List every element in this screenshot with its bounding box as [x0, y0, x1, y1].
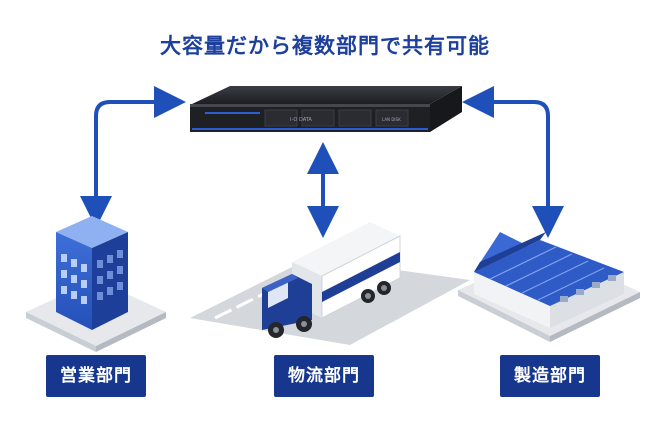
arrow-manufacturing: [462, 86, 564, 238]
arrow-sales: [80, 86, 186, 228]
office-building-icon: [26, 216, 166, 352]
dept-label-sales: 営業部門: [46, 355, 146, 397]
dept-label-logistics: 物流部門: [274, 355, 374, 397]
rack-nas-server-icon: I-O DATA LAN DISK: [190, 86, 462, 132]
svg-text:LAN DISK: LAN DISK: [382, 117, 401, 122]
factory-icon: [458, 232, 640, 342]
svg-text:I-O DATA: I-O DATA: [290, 117, 312, 123]
delivery-truck-icon: [190, 222, 470, 345]
page-title: 大容量だから複数部門で共有可能: [160, 34, 490, 58]
connection-arrows: [80, 86, 564, 238]
dept-label-manufacturing: 製造部門: [500, 355, 600, 397]
